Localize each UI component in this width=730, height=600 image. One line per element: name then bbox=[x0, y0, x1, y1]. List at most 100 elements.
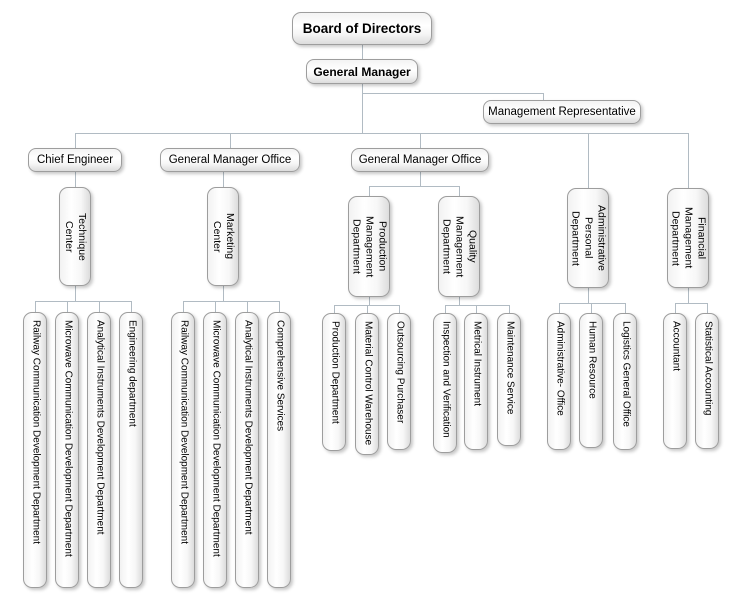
node-microwave-comm-dev-dept-1: Microwave Communication Development Depa… bbox=[55, 312, 79, 588]
connector-line bbox=[625, 303, 626, 313]
node-label: Outsourcing Purchaser bbox=[394, 321, 406, 424]
connector-line bbox=[362, 93, 544, 94]
node-label: Administrative Personal Department bbox=[569, 205, 608, 271]
node-label: Technique Center bbox=[63, 212, 88, 261]
node-inspection-and-verification: Inspection and Verification bbox=[433, 313, 457, 453]
node-label: Logistics General Office bbox=[620, 321, 632, 427]
connector-line bbox=[588, 288, 589, 303]
connector-line bbox=[75, 172, 76, 187]
connector-line bbox=[369, 186, 370, 196]
node-label: Human Resource bbox=[586, 321, 598, 399]
node-railway-comm-dev-dept-2: Railway Communication Development Depart… bbox=[171, 312, 195, 588]
node-label: Maintenance Service bbox=[504, 321, 516, 415]
connector-line bbox=[369, 186, 460, 187]
connector-line bbox=[362, 45, 363, 59]
node-chief-engineer: Chief Engineer bbox=[28, 148, 122, 172]
node-railway-comm-dev-dept-1: Railway Communication Development Depart… bbox=[23, 312, 47, 588]
connector-line bbox=[367, 305, 368, 313]
node-administrative-office: Administrative- Office bbox=[547, 313, 571, 450]
connector-line bbox=[559, 303, 560, 313]
node-material-control-warehouse: Material Control Warehouse bbox=[355, 313, 379, 455]
node-general-manager-office-1: General Manager Office bbox=[160, 148, 300, 172]
connector-line bbox=[99, 301, 100, 312]
node-general-manager: General Manager bbox=[306, 59, 418, 84]
node-outsourcing-purchaser: Outsourcing Purchaser bbox=[387, 313, 411, 450]
node-marketing-center: Marketing Center bbox=[207, 187, 239, 286]
node-financial-management-dept: Financial Management Department bbox=[667, 188, 709, 288]
connector-line bbox=[67, 301, 68, 312]
node-analytical-inst-dev-dept-2: Analytical Instruments Development Depar… bbox=[235, 312, 259, 588]
node-production-management-dept: Production Management Department bbox=[348, 196, 390, 297]
node-label: Analytical Instruments Development Depar… bbox=[94, 320, 106, 535]
node-quality-management-dept: Quality Management Department bbox=[438, 196, 480, 297]
node-maintenance-service: Maintenance Service bbox=[497, 313, 521, 446]
connector-line bbox=[707, 303, 708, 313]
node-human-resource: Human Resource bbox=[579, 313, 603, 448]
node-label: Comprehensive Services bbox=[274, 320, 286, 432]
node-label: Production Department bbox=[329, 321, 341, 424]
node-administrative-personal-dept: Administrative Personal Department bbox=[567, 188, 609, 288]
connector-line bbox=[588, 133, 589, 188]
connector-line bbox=[543, 93, 544, 100]
connector-line bbox=[688, 288, 689, 303]
node-production-department: Production Department bbox=[322, 313, 346, 451]
node-accountant: Accountant bbox=[663, 313, 687, 449]
node-label: Railway Communication Development Depart… bbox=[30, 320, 42, 544]
node-comprehensive-services: Comprehensive Services bbox=[267, 312, 291, 588]
node-label: Management Representative bbox=[488, 106, 636, 118]
connector-line bbox=[688, 133, 689, 188]
connector-line bbox=[183, 301, 184, 312]
connector-line bbox=[215, 301, 216, 312]
connector-line bbox=[35, 301, 36, 312]
connector-line bbox=[369, 297, 370, 305]
node-label: Quality Management Department bbox=[440, 215, 479, 278]
node-label: Railway Communication Development Depart… bbox=[178, 320, 190, 544]
node-label: Board of Directors bbox=[302, 21, 422, 36]
connector-line bbox=[183, 301, 280, 302]
node-label: Analytical Instruments Development Depar… bbox=[242, 320, 254, 535]
connector-line bbox=[35, 301, 132, 302]
connector-line bbox=[420, 133, 421, 148]
node-label: General Manager Office bbox=[168, 154, 292, 166]
connector-line bbox=[334, 305, 335, 313]
connector-line bbox=[334, 305, 400, 306]
connector-line bbox=[459, 297, 460, 305]
connector-line bbox=[445, 305, 446, 313]
node-label: Microwave Communication Development Depa… bbox=[62, 320, 74, 557]
connector-line bbox=[362, 84, 363, 133]
connector-line bbox=[445, 305, 510, 306]
node-label: Marketing Center bbox=[211, 213, 236, 260]
node-label: Production Management Department bbox=[350, 215, 389, 278]
connector-line bbox=[223, 286, 224, 301]
connector-line bbox=[279, 301, 280, 312]
connector-line bbox=[399, 305, 400, 313]
node-statistical-accounting: Statistical Accounting bbox=[695, 313, 719, 449]
node-label: Engineering department bbox=[126, 320, 138, 427]
node-label: Statistical Accounting bbox=[702, 321, 714, 416]
node-analytical-inst-dev-dept-1: Analytical Instruments Development Depar… bbox=[87, 312, 111, 588]
connector-line bbox=[75, 133, 76, 148]
connector-line bbox=[675, 303, 708, 304]
connector-line bbox=[75, 133, 689, 134]
connector-line bbox=[75, 286, 76, 301]
node-metrical-instrument: Metrical Instrument bbox=[464, 313, 488, 450]
node-microwave-comm-dev-dept-2: Microwave Communication Development Depa… bbox=[203, 312, 227, 588]
node-technique-center: Technique Center bbox=[59, 187, 91, 286]
node-label: General Manager Office bbox=[358, 154, 482, 166]
connector-line bbox=[476, 305, 477, 313]
connector-line bbox=[420, 172, 421, 186]
connector-line bbox=[223, 172, 224, 187]
node-board-of-directors: Board of Directors bbox=[292, 12, 432, 45]
connector-line bbox=[591, 303, 592, 313]
node-label: Inspection and Verification bbox=[440, 321, 452, 438]
node-label: Accountant bbox=[670, 321, 682, 372]
connector-line bbox=[247, 301, 248, 312]
node-general-manager-office-2: General Manager Office bbox=[351, 148, 489, 172]
connector-line bbox=[559, 303, 626, 304]
node-management-representative: Management Representative bbox=[483, 100, 641, 124]
connector-line bbox=[131, 301, 132, 312]
node-logistics-general-office: Logistics General Office bbox=[613, 313, 637, 450]
connector-line bbox=[509, 305, 510, 313]
node-engineering-department: Engineering department bbox=[119, 312, 143, 588]
node-label: Administrative- Office bbox=[554, 321, 566, 416]
